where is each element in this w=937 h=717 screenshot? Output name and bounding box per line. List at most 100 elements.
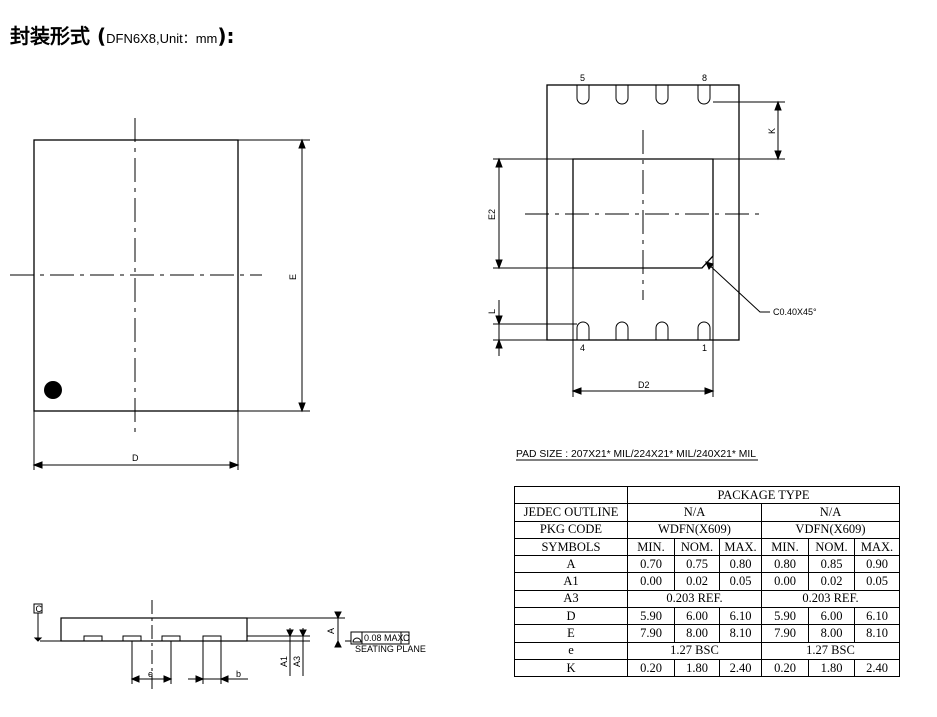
row-symbol: K	[514, 658, 628, 678]
label-e-pitch: e	[148, 669, 153, 679]
cell: 1.80	[674, 658, 720, 678]
pkg-b: VDFN(X609)	[761, 520, 900, 539]
chamfer-leader	[705, 261, 770, 313]
cell: 0.00	[627, 572, 675, 591]
title-main: 封装形式	[10, 24, 90, 48]
flatness-box	[350, 631, 410, 645]
lead-bottom-4	[576, 321, 590, 340]
cell: 7.90	[627, 624, 675, 643]
col-min-a: MIN.	[627, 537, 675, 557]
cell: 1.27 BSC	[627, 641, 762, 660]
lead-bottom-1	[697, 321, 711, 340]
label-chamfer: C0.40X45°	[773, 307, 817, 317]
dim-a-arrows	[334, 611, 342, 648]
row-symbol: e	[514, 641, 628, 660]
jedec-label: JEDEC OUTLINE	[514, 503, 628, 522]
dim-e2-arrows	[495, 157, 503, 270]
col-max-a: MAX.	[719, 537, 762, 557]
table-row: e 1.27 BSC 1.27 BSC	[514, 641, 900, 660]
label-a: A	[326, 628, 336, 634]
cell: 0.20	[761, 658, 809, 678]
label-pin8: 8	[702, 73, 707, 83]
cell: 0.80	[761, 555, 809, 574]
row-symbol: A	[514, 555, 628, 574]
table-row: E 7.90 8.00 8.10 7.90 8.00 8.10	[514, 624, 900, 643]
dim-b-arrows	[195, 675, 229, 683]
table-row: A3 0.203 REF. 0.203 REF.	[514, 589, 900, 609]
label-e: E	[288, 274, 298, 280]
cell: 6.10	[719, 607, 762, 626]
dim-a-arrows-small	[286, 629, 307, 638]
lead-top-7	[655, 85, 669, 105]
cell: 1.27 BSC	[761, 641, 900, 660]
cell: 0.20	[627, 658, 675, 678]
dim-e-pitch-arrows	[130, 675, 173, 683]
symbols-label: SYMBOLS	[514, 537, 628, 557]
label-seating-plane: SEATING PLANE	[355, 644, 426, 654]
side-view-body	[60, 617, 248, 642]
table-row: PACKAGE TYPE	[514, 485, 900, 505]
row-symbol: D	[514, 607, 628, 626]
cell: 0.05	[854, 572, 900, 591]
page-title: 封装形式 (DFN6X8,Unit：mm):	[10, 20, 235, 49]
lead-top-6	[615, 85, 629, 105]
label-l: L	[487, 309, 497, 314]
cell: 1.80	[808, 658, 855, 678]
side-view	[33, 600, 410, 690]
jedec-a: N/A	[627, 503, 762, 522]
label-b: b	[236, 669, 241, 679]
table-row: K 0.20 1.80 2.40 0.20 1.80 2.40	[514, 658, 900, 678]
cell: 8.10	[854, 624, 900, 643]
lead-top-8	[697, 85, 711, 105]
side-lead-2	[122, 635, 142, 642]
cell: 0.02	[674, 572, 720, 591]
jedec-b: N/A	[761, 503, 900, 522]
table-row: PKG CODE WDFN(X609) VDFN(X609)	[514, 520, 900, 539]
cell: 0.203 REF.	[761, 589, 900, 609]
dim-l-arrows	[495, 315, 503, 349]
cell: 7.90	[761, 624, 809, 643]
side-lead-1	[83, 635, 103, 642]
cell: 8.00	[808, 624, 855, 643]
table-row: A 0.70 0.75 0.80 0.80 0.85 0.90	[514, 555, 900, 574]
label-flatness: 0.08 MAX.	[364, 633, 406, 643]
cell: 2.40	[719, 658, 762, 678]
cell: 8.00	[674, 624, 720, 643]
lead-top-5	[576, 85, 590, 105]
cell: 0.80	[719, 555, 762, 574]
table-row: JEDEC OUTLINE N/A N/A	[514, 503, 900, 522]
title-open: (	[96, 24, 107, 48]
cell: 0.85	[808, 555, 855, 574]
cell: 5.90	[761, 607, 809, 626]
chamfer-arrow	[705, 261, 714, 270]
label-c: C	[36, 604, 43, 614]
cell: 0.02	[808, 572, 855, 591]
cell: 2.40	[854, 658, 900, 678]
dim-d2-arrows	[571, 387, 715, 395]
dimension-table: PACKAGE TYPE JEDEC OUTLINE N/A N/A PKG C…	[514, 485, 900, 678]
side-lead-3	[161, 635, 181, 642]
cell: 0.75	[674, 555, 720, 574]
title-sub: DFN6X8,Unit：mm	[106, 31, 218, 46]
col-max-b: MAX.	[854, 537, 900, 557]
lead-bottom-3	[615, 321, 629, 340]
label-pin1: 1	[702, 343, 707, 353]
label-a1: A1	[279, 656, 289, 667]
side-lead-4	[202, 635, 222, 642]
table-row: D 5.90 6.00 6.10 5.90 6.00 6.10	[514, 607, 900, 626]
row-symbol: A1	[514, 572, 628, 591]
datum-c-arrow	[33, 637, 43, 642]
pad-size-text: PAD SIZE : 207X21* MIL/224X21* MIL/240X2…	[516, 448, 756, 460]
pkg-a: WDFN(X609)	[627, 520, 762, 539]
dim-e-arrows	[298, 138, 306, 413]
cell: 0.90	[854, 555, 900, 574]
label-a3: A3	[292, 656, 302, 667]
top-view	[10, 118, 310, 470]
cell: 6.00	[808, 607, 855, 626]
bottom-view-body	[546, 84, 740, 341]
cell: 0.00	[761, 572, 809, 591]
cell: 6.10	[854, 607, 900, 626]
cell: 8.10	[719, 624, 762, 643]
dim-k-arrows	[774, 100, 782, 161]
